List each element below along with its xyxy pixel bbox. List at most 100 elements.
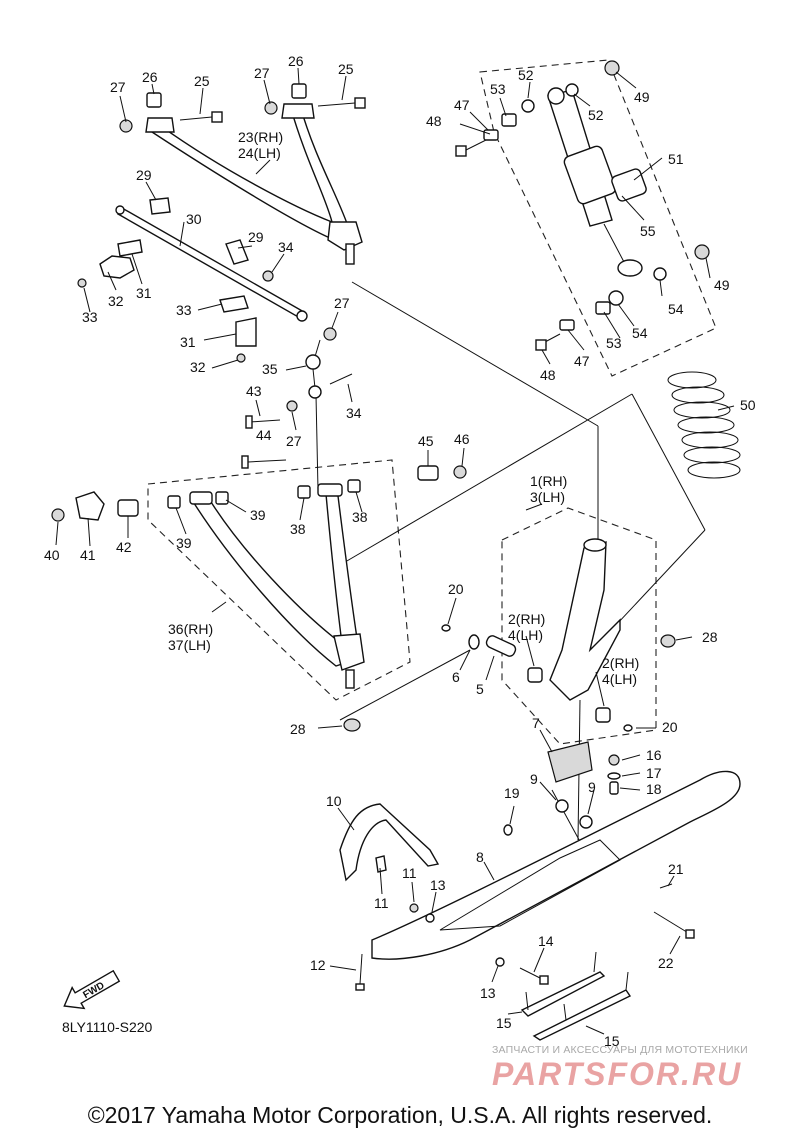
callout: 36(RH) (168, 621, 213, 637)
callout: 20 (662, 719, 678, 735)
link-rod (286, 354, 353, 412)
stabilizer-bar (77, 197, 337, 363)
watermark-caption: ЗАПЧАСТИ И АКСЕССУАРЫ ДЛЯ МОТОТЕХНИКИ (492, 1044, 748, 1056)
callout: 40 (44, 547, 60, 563)
callout: 38 (290, 521, 306, 537)
callout: 44 (256, 427, 272, 443)
callout: 12 (310, 957, 326, 973)
spindle-group-outline (501, 507, 657, 745)
callout: 14 (538, 933, 554, 949)
callout: 16 (646, 747, 662, 763)
callout: 55 (640, 223, 656, 239)
callout: 54 (632, 325, 648, 341)
callout: 49 (634, 89, 650, 105)
callout: 25 (338, 61, 354, 77)
callout: 48 (426, 113, 442, 129)
callout: 5 (476, 681, 484, 697)
callout: 39 (250, 507, 266, 523)
lower-arm (51, 415, 467, 732)
callout: 47 (454, 97, 470, 113)
upper-arm (119, 83, 366, 265)
callout: 53 (606, 335, 622, 351)
callout: 33 (176, 302, 192, 318)
callout: 15 (604, 1033, 620, 1049)
callout: 54 (668, 301, 684, 317)
callout: 24(LH) (238, 145, 281, 161)
shock-group-outline (479, 59, 717, 377)
fwd-arrow-icon: FWD (63, 969, 121, 1010)
callout: 38 (352, 509, 368, 525)
callout: 32 (108, 293, 124, 309)
callout: 30 (186, 211, 202, 227)
watermark-logo: PARTSFOR.RU (492, 1056, 743, 1092)
callout: 27 (254, 65, 270, 81)
callout: 34 (346, 405, 362, 421)
callout-labels: 27 26 25 27 26 25 23(RH) 24(LH) 29 30 29… (44, 53, 756, 1049)
callout: 4(LH) (602, 671, 637, 687)
callout: 27 (334, 295, 350, 311)
callout: 52 (588, 107, 604, 123)
callout: 34 (278, 239, 294, 255)
callout: 10 (326, 793, 342, 809)
callout: 51 (668, 151, 684, 167)
callout: 23(RH) (238, 129, 283, 145)
fwd-label: FWD (81, 980, 106, 1001)
callout: 15 (496, 1015, 512, 1031)
callout-leaders (55, 67, 735, 1035)
callout: 31 (180, 334, 196, 350)
callout: 50 (740, 397, 756, 413)
diagram-code: 8LY1110-S220 (62, 1019, 153, 1035)
callout: 25 (194, 73, 210, 89)
callout: 26 (288, 53, 304, 69)
callout: 13 (430, 877, 446, 893)
callout: 6 (452, 669, 460, 685)
ski-assembly (339, 741, 741, 1041)
callout: 20 (448, 581, 464, 597)
callout: 53 (490, 81, 506, 97)
callout: 31 (136, 285, 152, 301)
spring (667, 371, 741, 479)
callout: 11 (402, 865, 417, 881)
shock-absorber (455, 60, 710, 351)
copyright-notice: ©2017 Yamaha Motor Corporation, U.S.A. A… (87, 1102, 713, 1128)
callout: 29 (136, 167, 152, 183)
lower-arm-group-outline (147, 459, 411, 701)
callout: 37(LH) (168, 637, 211, 653)
callout: 42 (116, 539, 132, 555)
callout: 7 (532, 715, 540, 731)
callout: 9 (530, 771, 538, 787)
callout: 28 (290, 721, 306, 737)
callout: 19 (504, 785, 520, 801)
callout: 49 (714, 277, 730, 293)
callout: 39 (176, 535, 192, 551)
callout: 45 (418, 433, 434, 449)
callout: 21 (668, 861, 684, 877)
callout: 43 (246, 383, 262, 399)
callout: 8 (476, 849, 484, 865)
callout: 3(LH) (530, 489, 565, 505)
spindle (441, 538, 676, 732)
callout: 22 (658, 955, 674, 971)
callout: 1(RH) (530, 473, 567, 489)
callout: 26 (142, 69, 158, 85)
callout: 2(RH) (602, 655, 639, 671)
callout: 9 (588, 779, 596, 795)
callout: 27 (110, 79, 126, 95)
callout: 13 (480, 985, 496, 1001)
callout: 48 (540, 367, 556, 383)
callout: 4(LH) (508, 627, 543, 643)
callout: 35 (262, 361, 278, 377)
callout: 18 (646, 781, 662, 797)
callout: 2(RH) (508, 611, 545, 627)
callout: 32 (190, 359, 206, 375)
callout: 27 (286, 433, 302, 449)
callout: 28 (702, 629, 718, 645)
callout: 33 (82, 309, 98, 325)
callout: 17 (646, 765, 662, 781)
callout: 11 (374, 895, 389, 911)
callout: 29 (248, 229, 264, 245)
callout: 47 (574, 353, 590, 369)
callout: 52 (518, 67, 534, 83)
callout: 41 (80, 547, 96, 563)
